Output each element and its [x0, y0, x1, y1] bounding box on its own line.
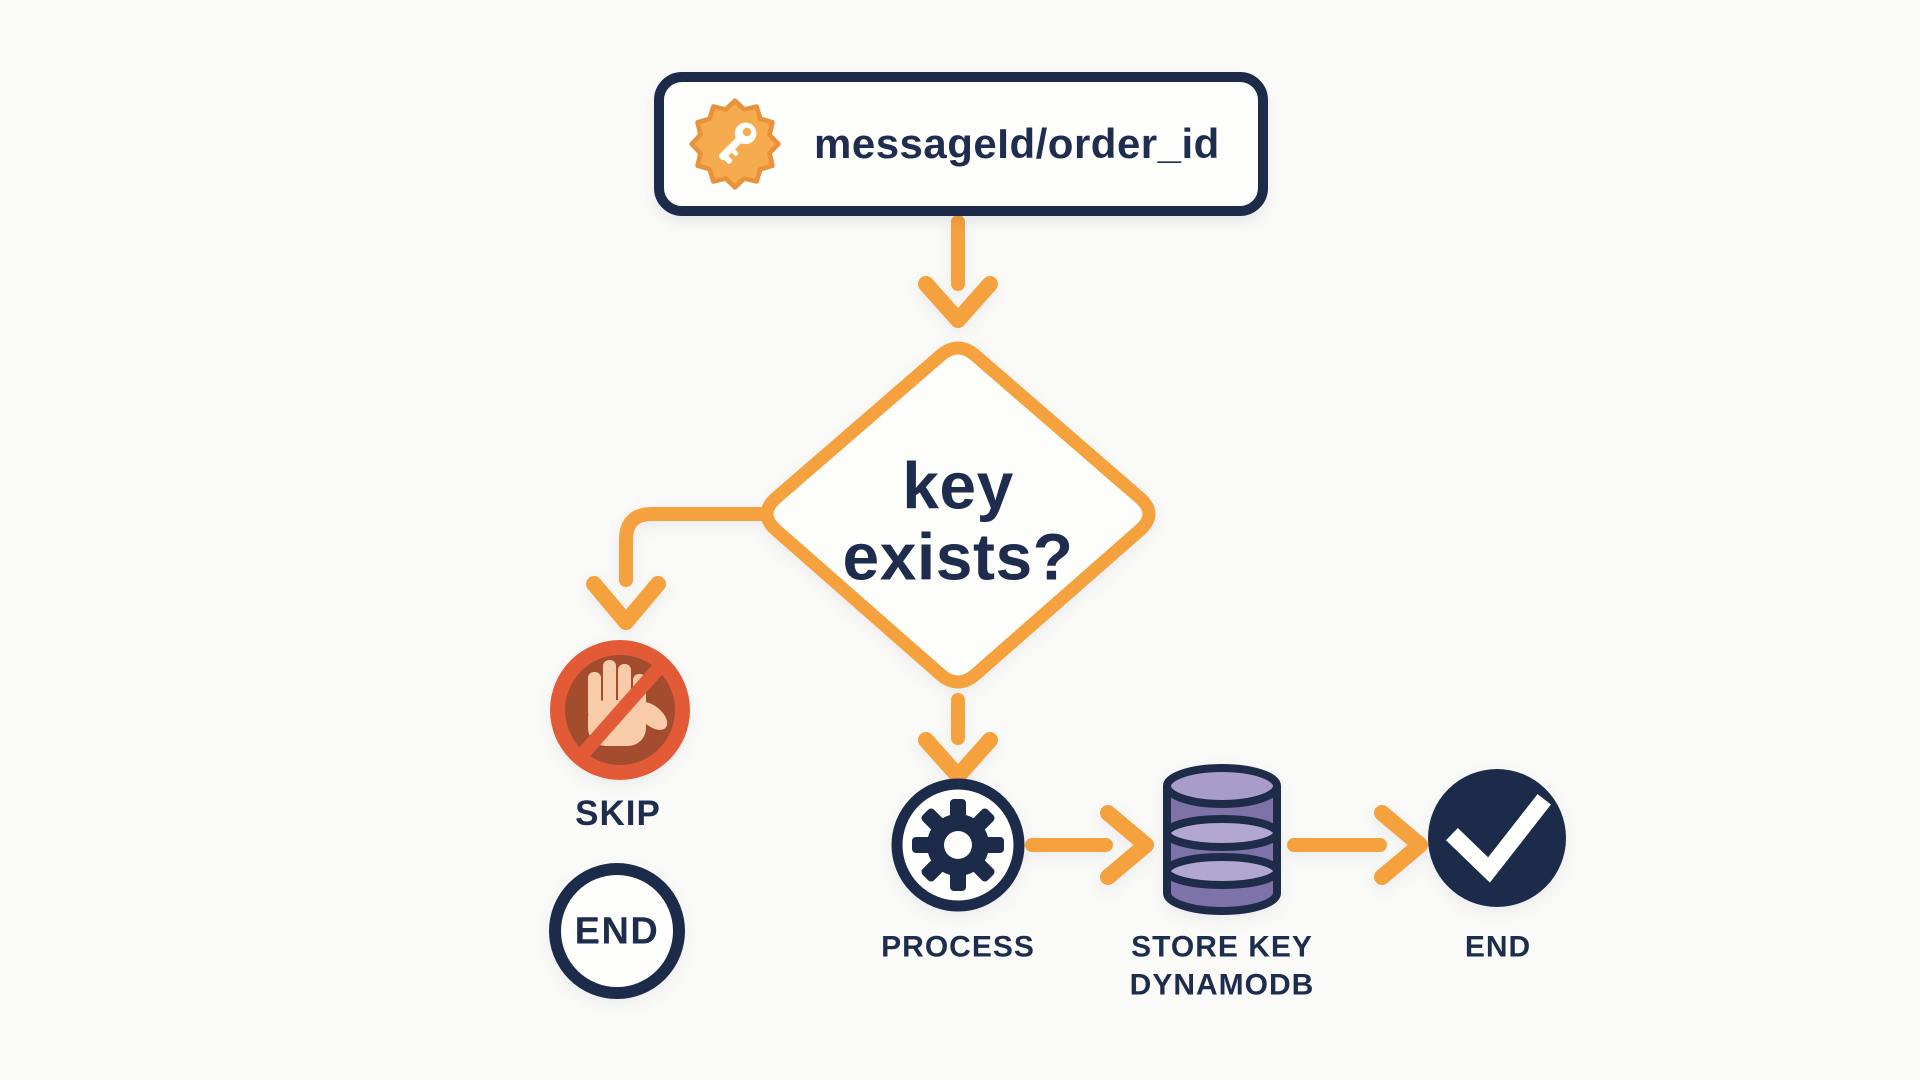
- arrow-process-to-store: [1025, 805, 1154, 885]
- end-label: END: [1464, 930, 1532, 964]
- input-key-label: messageId/order_id: [814, 120, 1220, 167]
- slash-glyph: [568, 657, 670, 765]
- arrow-store-to-end: [1287, 805, 1428, 885]
- decision-label-line2: exists?: [842, 519, 1074, 593]
- arrow-decision-to-skip: [586, 507, 769, 630]
- skip-end-circle: [549, 863, 685, 999]
- decision-label: key exists?: [843, 450, 1074, 591]
- stop-hand-icon: [550, 640, 690, 780]
- process-label: PROCESS: [881, 930, 1035, 964]
- check-icon: [1428, 769, 1566, 907]
- key-badge-icon: [689, 98, 781, 190]
- gear-icon: [891, 778, 1025, 912]
- key-glyph: [718, 122, 757, 164]
- decision-label-line1: key: [902, 448, 1014, 523]
- decision-diamond: [760, 341, 1156, 689]
- input-key-node: messageId/order_id: [654, 72, 1268, 216]
- arrow-decision-to-process: [918, 693, 998, 784]
- arrow-input-to-decision: [918, 215, 998, 328]
- store-label: STORE KEY DYNAMODB: [1130, 929, 1315, 1004]
- database-icon: [1163, 764, 1281, 915]
- skip-end-label: END: [574, 910, 660, 953]
- skip-label: SKIP: [575, 794, 661, 833]
- store-label-line1: STORE KEY: [1131, 930, 1313, 964]
- store-label-line2: DYNAMODB: [1129, 968, 1315, 1001]
